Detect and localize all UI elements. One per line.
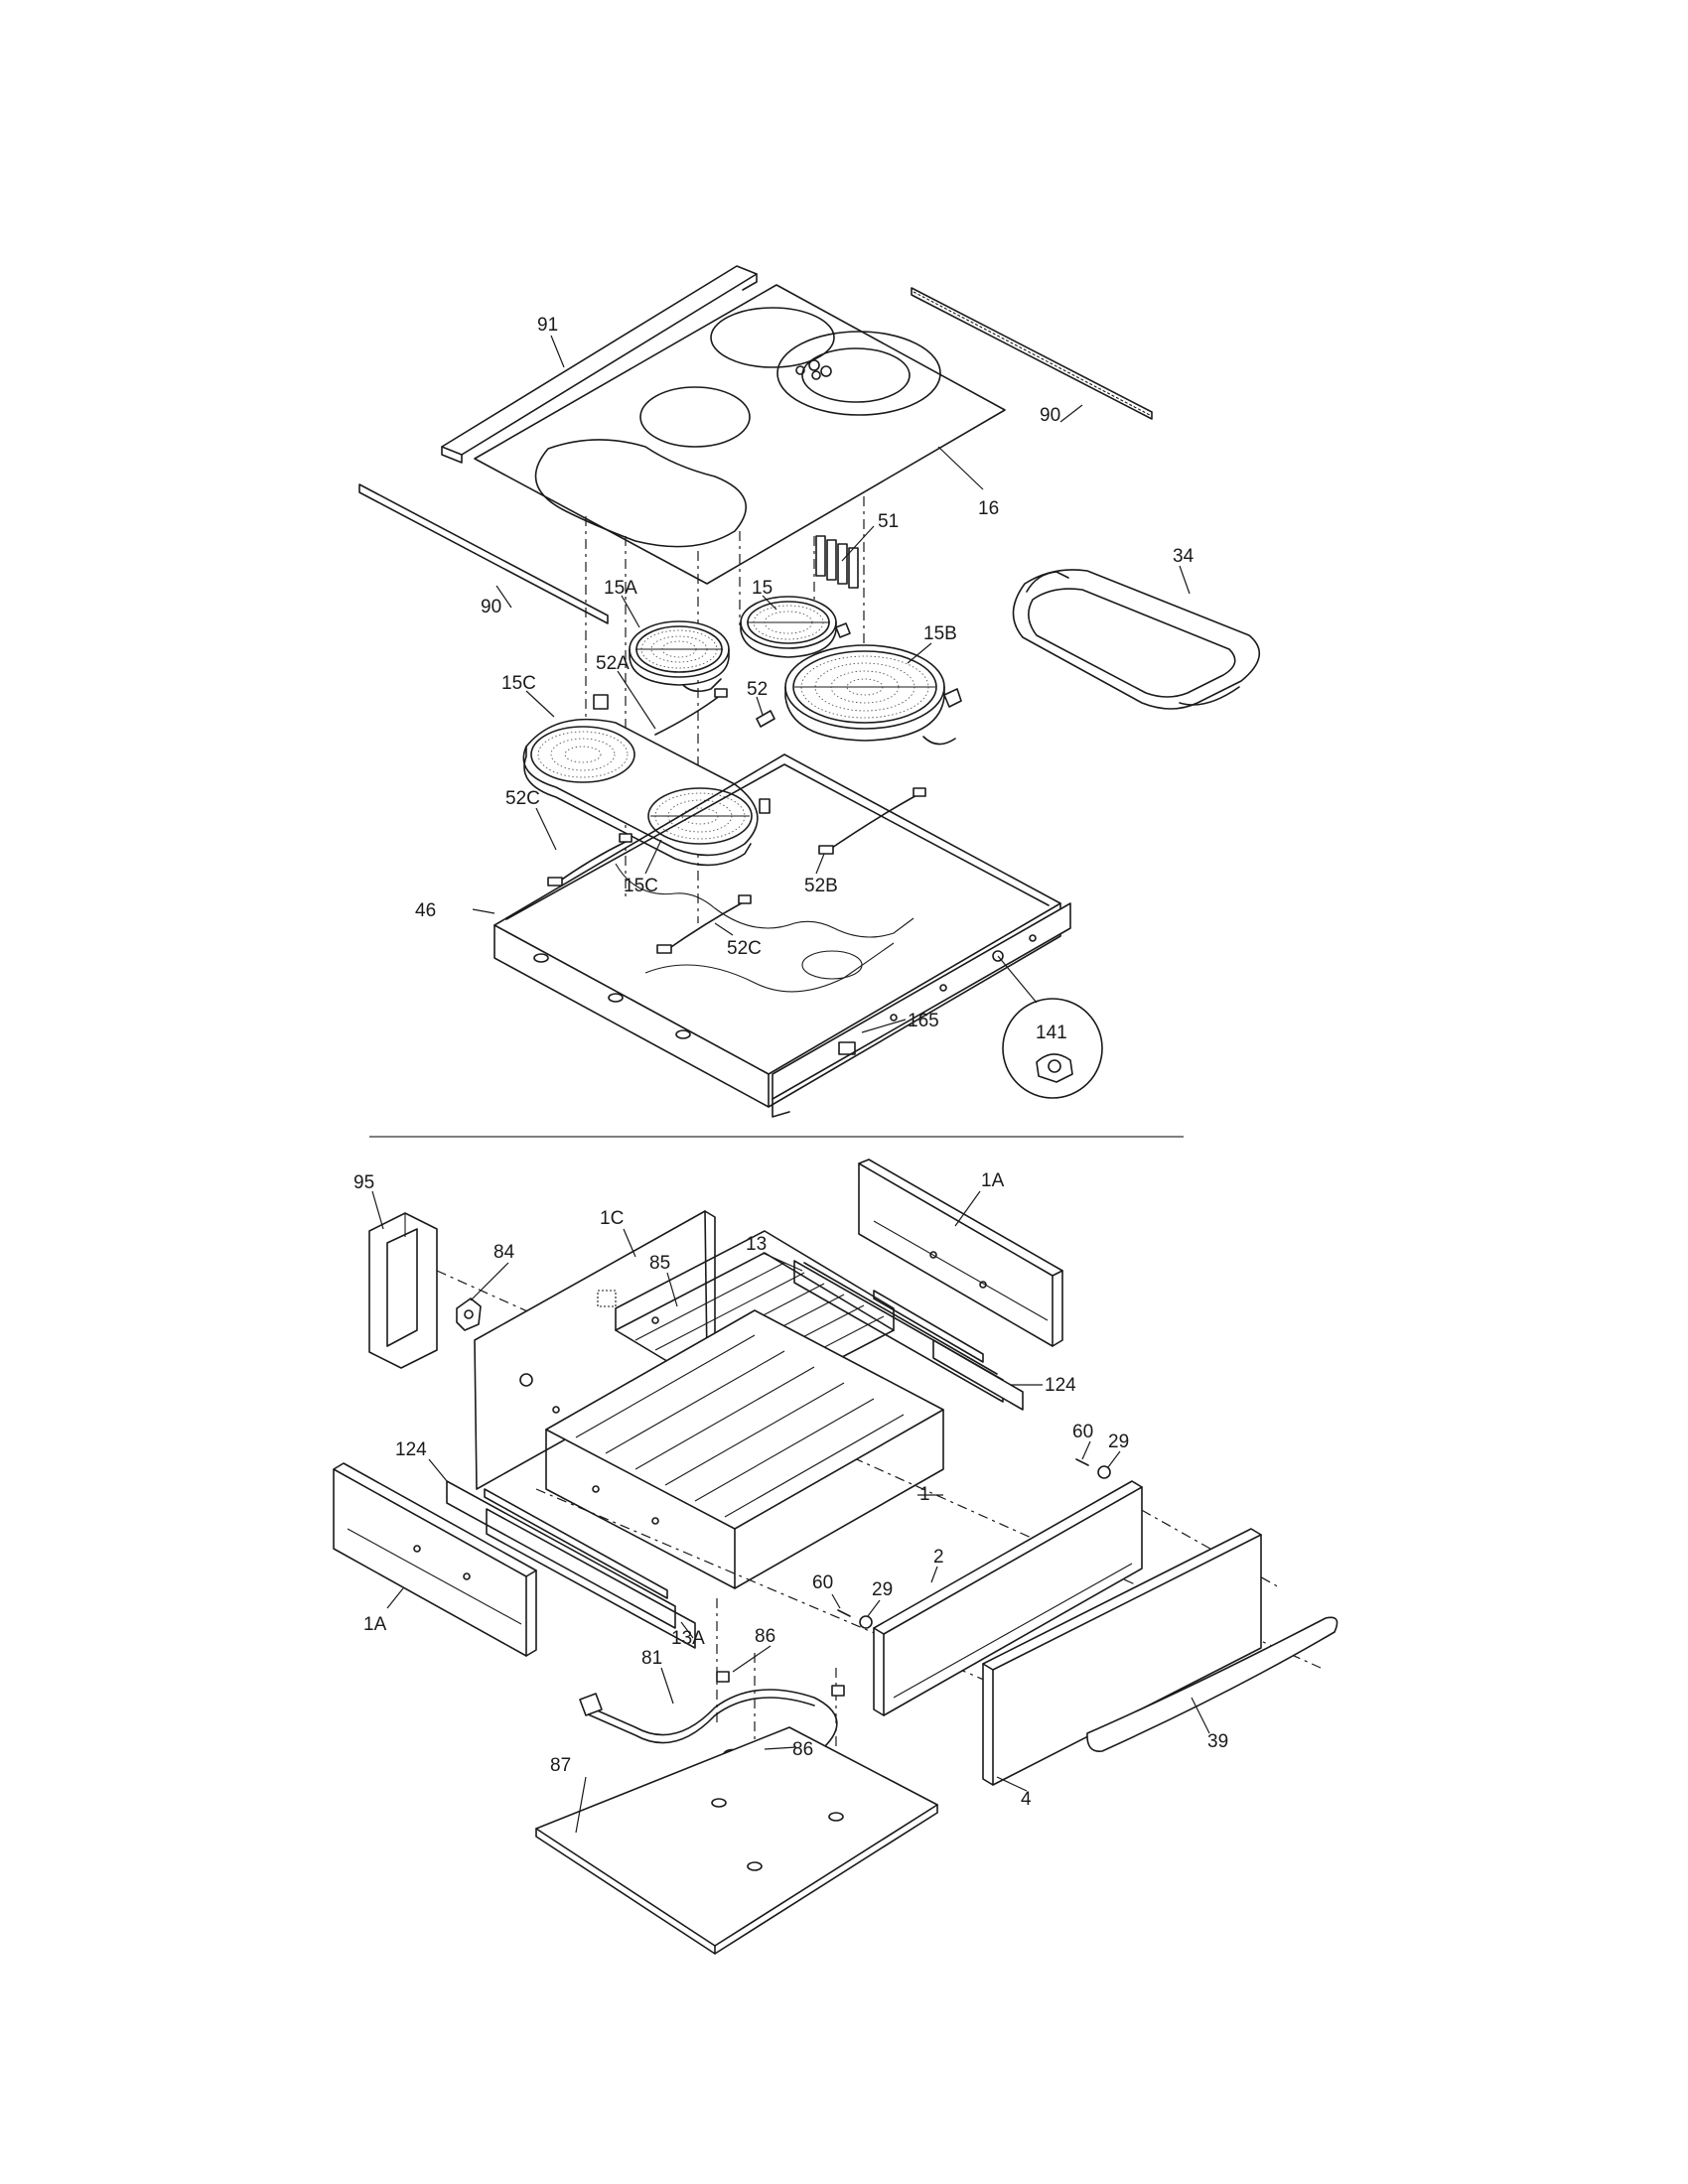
label-1A-bottom: 1A: [363, 1614, 387, 1635]
label-86-bottom: 86: [792, 1739, 813, 1760]
label-1A-top: 1A: [981, 1170, 1005, 1191]
label-52C-bottom: 52C: [727, 938, 762, 959]
cooktop-assembly: 91 90 16 51 34 90 15A 15 15B 15C 52A 52 …: [358, 265, 1260, 1118]
part-87-bottom-panel: [535, 1726, 938, 1955]
label-85: 85: [649, 1253, 670, 1274]
labels-top: 91 90 16 51 34 90 15A 15 15B 15C 52A 52 …: [415, 315, 1195, 1043]
label-1C: 1C: [600, 1208, 624, 1229]
part-90-left-trim: [358, 483, 609, 624]
label-13: 13: [746, 1234, 767, 1255]
label-1: 1: [919, 1484, 930, 1505]
part-91-trim-strip: [441, 265, 758, 464]
part-39-handle: [1086, 1616, 1338, 1752]
label-46: 46: [415, 900, 436, 921]
part-165-control-bracket: [772, 902, 1071, 1118]
label-52: 52: [747, 679, 768, 700]
label-52C-left: 52C: [505, 788, 540, 809]
label-15C-bottom: 15C: [624, 876, 658, 896]
label-95: 95: [353, 1172, 374, 1193]
part-15A-element: [629, 620, 730, 693]
part-90-right-trim: [911, 287, 1153, 420]
label-84: 84: [493, 1242, 515, 1263]
part-84-clip: [456, 1297, 482, 1331]
label-91: 91: [537, 315, 558, 336]
label-15A: 15A: [604, 578, 637, 599]
label-13A: 13A: [671, 1628, 705, 1649]
label-29-left: 29: [872, 1579, 893, 1600]
leaders-bottom: [371, 1190, 1210, 1834]
part-1A-lower-left-panel: [333, 1462, 537, 1657]
label-90-right: 90: [1040, 405, 1060, 426]
label-52B: 52B: [804, 876, 838, 896]
warmer-drawer-assembly: 95 1C 84 85 13 1A 124 60 29 124 1 60 29 …: [333, 1159, 1338, 1955]
label-15C-top: 15C: [501, 673, 536, 694]
part-60-29-screws: [837, 1458, 1111, 1629]
label-165: 165: [908, 1011, 939, 1031]
part-15C-dual-element: [522, 694, 771, 867]
label-15B: 15B: [923, 623, 957, 644]
label-16: 16: [978, 498, 999, 519]
label-81: 81: [641, 1648, 662, 1669]
labels-bottom: 95 1C 84 85 13 1A 124 60 29 124 1 60 29 …: [353, 1170, 1228, 1810]
label-51: 51: [878, 511, 899, 532]
part-124-right-slide: [932, 1339, 1024, 1411]
part-51-infinite-switches: [815, 535, 859, 589]
part-15B-large-element: [784, 644, 962, 746]
part-1-drawer-pan: [545, 1309, 944, 1589]
label-124-left: 124: [395, 1439, 427, 1460]
label-4: 4: [1021, 1789, 1032, 1810]
part-141-detail: [997, 955, 1103, 1099]
part-2-drawer-front: [873, 1480, 1143, 1716]
label-2: 2: [933, 1547, 944, 1568]
label-90-left: 90: [481, 597, 501, 617]
part-34-griddle: [1012, 569, 1260, 710]
label-141: 141: [1036, 1023, 1067, 1043]
label-87: 87: [550, 1755, 571, 1776]
part-15-element: [740, 596, 851, 658]
label-34: 34: [1173, 546, 1195, 567]
part-46-burner-box: [493, 753, 1061, 1108]
label-39: 39: [1207, 1731, 1228, 1752]
leaders-top: [472, 335, 1191, 1033]
part-16-glass-cooktop: [474, 284, 1006, 585]
label-60-right: 60: [1072, 1422, 1093, 1442]
part-4-outer-panel: [982, 1528, 1262, 1786]
label-60-left: 60: [812, 1572, 833, 1593]
label-124-right: 124: [1045, 1375, 1076, 1396]
label-52A: 52A: [596, 653, 630, 674]
part-95-cover: [368, 1212, 438, 1369]
label-15: 15: [752, 578, 773, 599]
part-1A-upper-right-panel: [858, 1159, 1063, 1347]
part-52-brackets: [547, 688, 926, 954]
label-86-top: 86: [755, 1626, 775, 1647]
part-124-left-slide: [446, 1480, 696, 1649]
label-29-right: 29: [1108, 1432, 1129, 1452]
